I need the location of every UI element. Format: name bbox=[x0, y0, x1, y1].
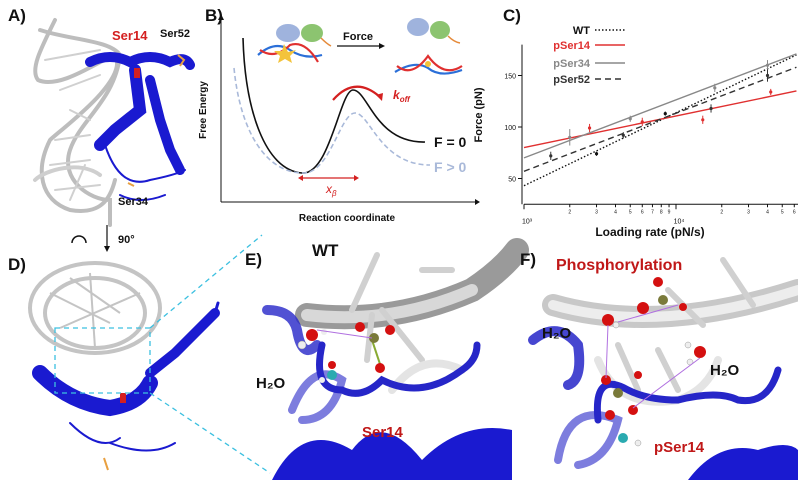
protein-top-view bbox=[32, 301, 220, 452]
dna-backbone bbox=[542, 257, 798, 406]
ser14-residue-marker bbox=[134, 68, 140, 78]
water-label-right: H₂O bbox=[710, 362, 739, 379]
panel-b-energy-diagram: xβ koff F = 0 F > 0 Free Energy Reaction… bbox=[198, 14, 480, 224]
rotation-label: 90° bbox=[118, 234, 135, 246]
f-zero-label: F = 0 bbox=[434, 134, 467, 150]
dna-backbone bbox=[295, 238, 529, 394]
energy-curve-f-positive bbox=[233, 67, 431, 174]
panel-e-label: E) bbox=[245, 250, 262, 269]
pser14-residue-label: pSer14 bbox=[654, 439, 705, 456]
dissociated-complex-cartoon bbox=[394, 18, 463, 75]
koff-label: koff bbox=[393, 88, 411, 104]
x-minor-tick-label: 4 bbox=[766, 209, 769, 215]
data-point-pser52 bbox=[765, 73, 770, 78]
data-point-pser34 bbox=[628, 117, 632, 121]
y-tick-label: 150 bbox=[504, 74, 516, 81]
panel-a-label: A) bbox=[8, 6, 26, 25]
zoom-guide-lines bbox=[54, 234, 271, 474]
data-point-wt bbox=[594, 152, 599, 156]
data-point-wt bbox=[663, 112, 667, 116]
x-minor-tick-label: 3 bbox=[595, 209, 598, 215]
panel-d-structure bbox=[28, 234, 271, 474]
x-minor-tick-label: 7 bbox=[651, 209, 654, 215]
energy-curve-f-zero bbox=[242, 37, 426, 174]
x-minor-tick-label: 4 bbox=[614, 209, 617, 215]
ser34-label: Ser34 bbox=[118, 196, 149, 208]
ser52-label: Ser52 bbox=[160, 28, 190, 40]
x-minor-tick-label: 6 bbox=[641, 209, 644, 215]
legend-label-pser14: pSer14 bbox=[553, 40, 591, 52]
data-point-pser34 bbox=[713, 86, 717, 90]
x-axis-label: Reaction coordinate bbox=[299, 213, 396, 224]
panel-b-label: B) bbox=[205, 6, 223, 25]
data-point-pser52 bbox=[549, 154, 553, 158]
koff-arrow bbox=[332, 85, 381, 101]
data-point-pser14 bbox=[587, 126, 592, 130]
data-point-pser14 bbox=[701, 118, 705, 122]
data-point-pser52 bbox=[709, 106, 713, 111]
data-point-pser34 bbox=[568, 135, 572, 139]
data-point-pser14 bbox=[769, 90, 773, 94]
dna-double-helix bbox=[33, 18, 123, 227]
water-label-left: H₂O bbox=[542, 325, 571, 342]
ser52-residue-marker bbox=[177, 54, 186, 67]
x-major-tick-label: 10⁴ bbox=[674, 218, 685, 225]
data-point-pser14 bbox=[640, 120, 644, 124]
legend-label-pser34: pSer34 bbox=[553, 58, 591, 70]
x-minor-tick-label: 2 bbox=[568, 209, 571, 215]
x-minor-tick-label: 3 bbox=[747, 209, 750, 215]
panel-f-phosphorylated-closeup: Phosphorylation H₂O H₂O pSer14 bbox=[528, 257, 798, 480]
phosphorylation-title: Phosphorylation bbox=[556, 257, 682, 274]
x-minor-tick-label: 5 bbox=[781, 209, 784, 215]
f-positive-label: F > 0 bbox=[434, 159, 467, 175]
phosphate-groups bbox=[601, 277, 687, 447]
panel-a-structure: Ser14 Ser52 Ser34 90° bbox=[33, 18, 195, 252]
protein-helix bbox=[528, 326, 798, 480]
x-minor-tick-label: 9 bbox=[668, 209, 671, 215]
panel-e-wt-closeup: WT H₂O Ser14 bbox=[256, 238, 529, 480]
chart-x-axis-label: Loading rate (pN/s) bbox=[595, 225, 704, 239]
panel-c-label: C) bbox=[503, 6, 521, 25]
water-molecules bbox=[602, 314, 706, 366]
bound-complex-cartoon bbox=[257, 24, 332, 63]
y-tick-label: 50 bbox=[508, 177, 516, 184]
data-point-pser34 bbox=[765, 63, 770, 67]
protein-helix bbox=[262, 305, 512, 480]
dna-top-view bbox=[28, 261, 162, 355]
force-loading-rate-chart: Force (pN) Loading rate (pN/s) 50 100 150 1… bbox=[473, 25, 798, 239]
data-point-pser52 bbox=[621, 133, 625, 137]
y-axis-label: Free Energy bbox=[198, 81, 209, 139]
wt-title: WT bbox=[312, 241, 339, 260]
ser34-residue-marker bbox=[127, 182, 135, 187]
fit-line-pser52 bbox=[523, 66, 797, 172]
legend-label-pser52: pSer52 bbox=[553, 74, 590, 86]
water-label: H₂O bbox=[256, 375, 285, 392]
x-minor-tick-label: 6 bbox=[793, 209, 796, 215]
chart-y-axis-label: Force (pN) bbox=[473, 87, 485, 142]
x-minor-tick-label: 2 bbox=[720, 209, 723, 215]
water-molecule bbox=[297, 329, 337, 383]
x-minor-tick-label: 8 bbox=[660, 209, 663, 215]
panel-f-label: F) bbox=[520, 250, 537, 269]
protein-helices bbox=[85, 52, 195, 201]
x-major-tick-label: 10³ bbox=[522, 218, 533, 225]
phosphate-group bbox=[355, 322, 395, 373]
legend-label-wt: WT bbox=[573, 25, 590, 37]
force-label: Force bbox=[343, 31, 373, 43]
y-tick-label: 100 bbox=[504, 125, 516, 132]
fit-line-wt bbox=[523, 54, 797, 187]
x-beta-label: xβ bbox=[325, 182, 337, 198]
panel-d-label: D) bbox=[8, 255, 26, 274]
ser14-residue-label: Ser14 bbox=[362, 424, 404, 441]
x-minor-tick-label: 5 bbox=[629, 209, 632, 215]
ser14-label: Ser14 bbox=[112, 28, 148, 43]
rotate-icon bbox=[71, 235, 87, 244]
